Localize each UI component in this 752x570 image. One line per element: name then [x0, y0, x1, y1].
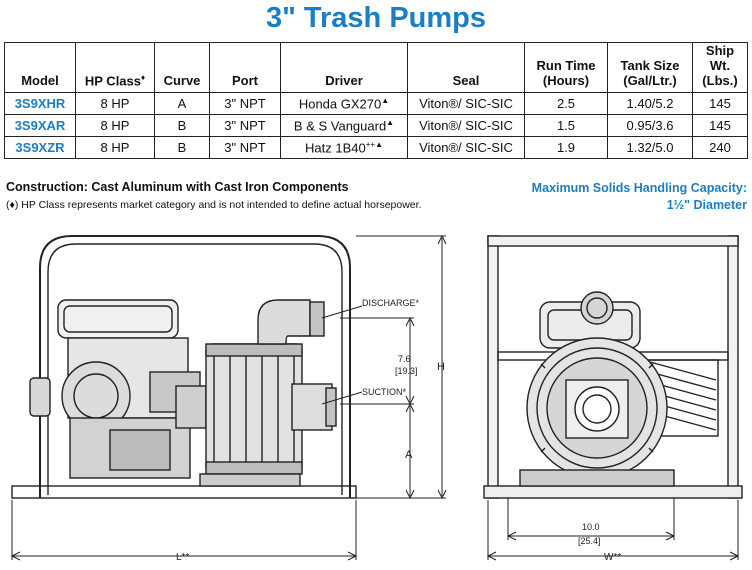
side-base-rail	[11, 485, 357, 499]
dim-a: A	[405, 449, 413, 461]
front-suction-port	[574, 386, 620, 432]
construction-note: Construction: Cast Aluminum with Cast Ir…	[6, 180, 349, 194]
dimension-lines	[10, 234, 447, 561]
page-title: 3" Trash Pumps	[265, 2, 487, 34]
col-run-time: Run Time(Hours)	[524, 42, 608, 93]
front-frame-right-post	[727, 235, 739, 499]
dim-height-mm: [19.3]	[395, 366, 418, 376]
side-view-drawing	[11, 235, 357, 499]
dim-width-mm: [25.4]	[578, 536, 601, 546]
col-tank-size: Tank Size(Gal/Ltr.)	[607, 42, 693, 93]
dim-w: W**	[604, 552, 621, 563]
side-roll-frame	[39, 235, 351, 498]
col-model: Model	[4, 42, 76, 93]
discharge-label: DISCHARGE*	[362, 298, 420, 308]
front-view-drawing	[483, 235, 743, 499]
table-row: 3S9XHR 8 HP A 3" NPT Honda GX270▲ Viton®…	[4, 92, 748, 115]
suction-label: SUCTION*	[362, 387, 407, 397]
max-solids-capacity: Maximum Solids Handling Capacity: 1½" Di…	[531, 181, 747, 212]
hp-class-footnote: (♦) HP Class represents market category …	[6, 199, 422, 211]
engine-handle	[29, 377, 51, 417]
dim-h: H	[437, 361, 445, 373]
dim-width-in: 10.0	[582, 522, 600, 532]
pump-spec-table: Model HP Class♦ Curve Port Driver Seal R…	[4, 42, 748, 159]
col-seal: Seal	[407, 42, 525, 93]
table-header-row: Model HP Class♦ Curve Port Driver Seal R…	[4, 42, 748, 93]
col-ship-wt: Ship Wt.(Lbs.)	[692, 42, 748, 93]
dim-l: L**	[176, 552, 189, 563]
dim-height-in: 7.6	[398, 354, 411, 364]
col-curve: Curve	[154, 42, 210, 93]
col-hp-class: HP Class♦	[75, 42, 155, 93]
front-frame-left-post	[487, 235, 499, 499]
col-driver: Driver	[280, 42, 408, 93]
table-row: 3S9XZR 8 HP B 3" NPT Hatz 1B40++▲ Viton®…	[4, 136, 748, 159]
pump-body	[205, 343, 303, 475]
discharge-elbow	[257, 299, 311, 345]
